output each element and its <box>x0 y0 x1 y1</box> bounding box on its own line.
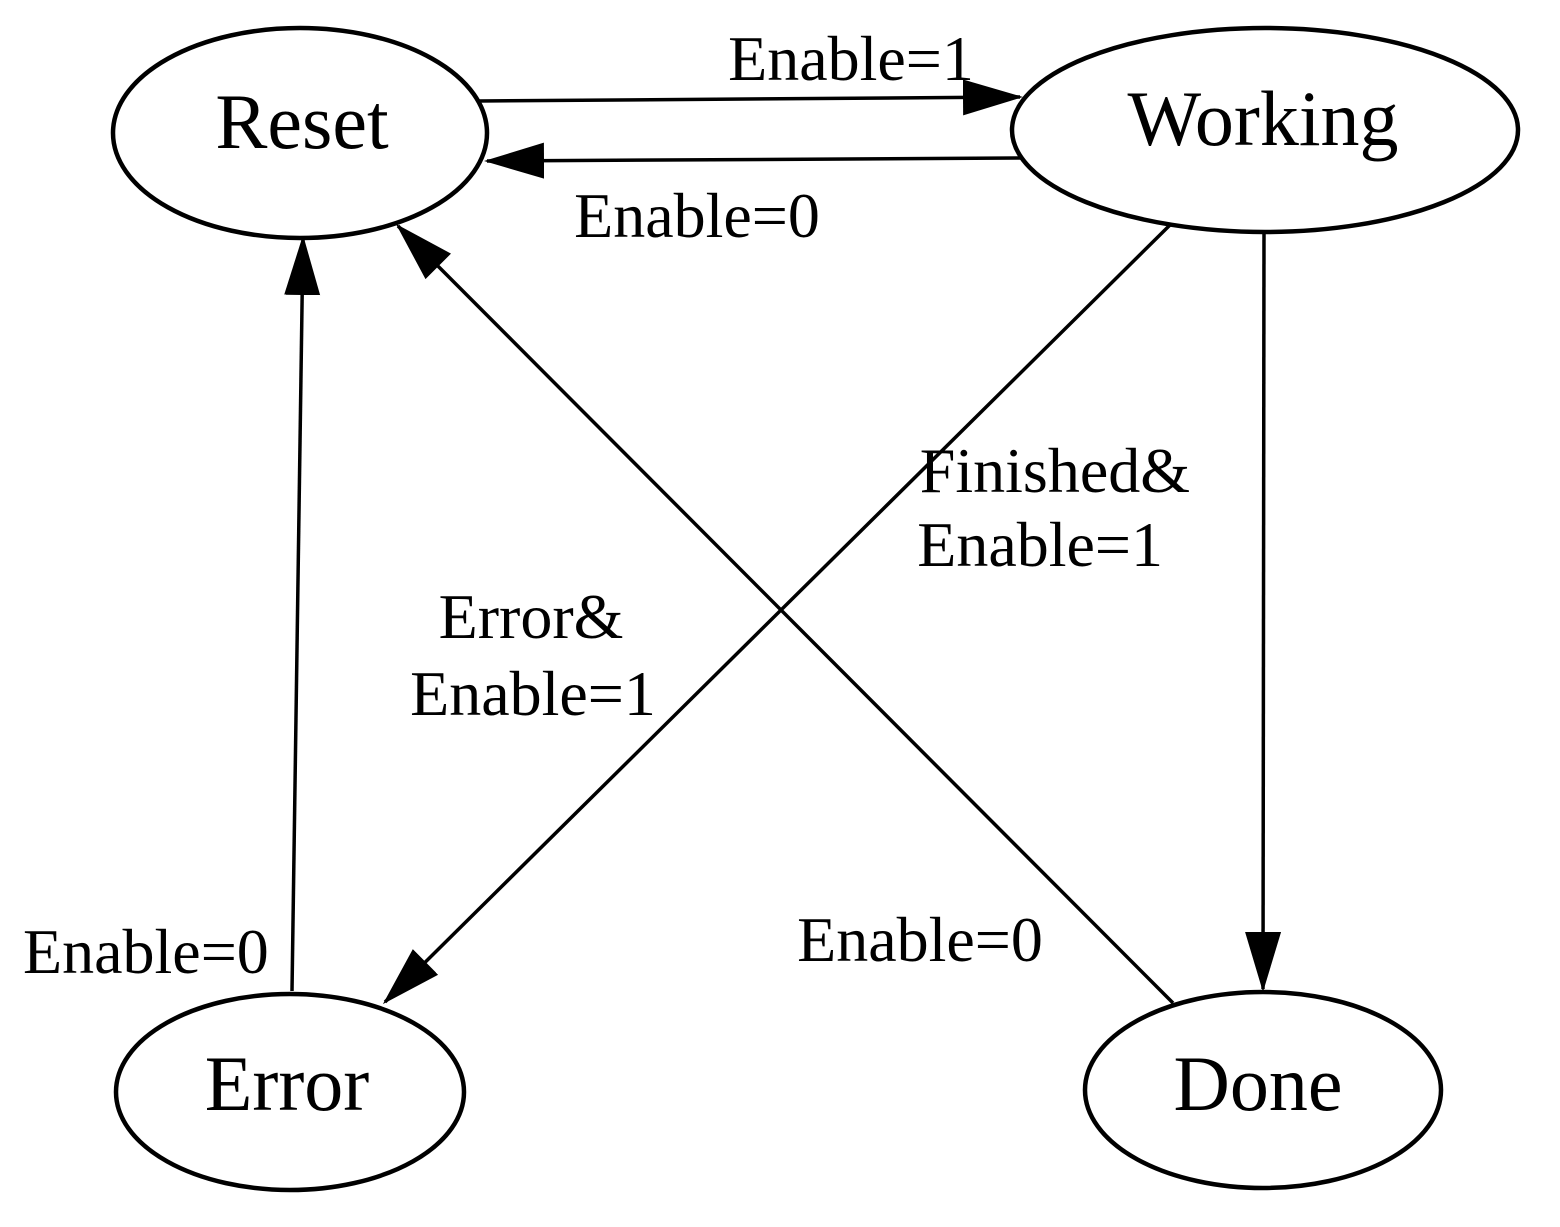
edge-label-reset-to-working: Enable=1 <box>728 23 974 94</box>
state-ellipse-done <box>1082 989 1444 1191</box>
state-nodes: Reset Working Error Done <box>110 25 1521 1193</box>
state-label-working: Working <box>1127 75 1398 162</box>
state-ellipse-working <box>1009 25 1521 235</box>
state-label-error: Error <box>205 1040 370 1127</box>
edge-label-working-to-reset: Enable=0 <box>574 180 820 251</box>
state-ellipse-reset <box>110 25 490 241</box>
state-node-error: Error <box>113 991 467 1193</box>
edge-error-to-reset <box>284 235 321 992</box>
state-label-done: Done <box>1174 1040 1343 1127</box>
edge-working-to-reset <box>484 142 1023 179</box>
edge-label-done-to-reset: Enable=0 <box>797 904 1043 975</box>
state-ellipse-error <box>113 991 467 1193</box>
edge-reset-to-working <box>477 79 1023 116</box>
edge-working-to-done <box>1245 229 1282 992</box>
edge-label-working-to-error-line1: Error& <box>439 581 624 652</box>
edges <box>284 79 1282 1005</box>
edge-label-working-to-error-line2: Enable=1 <box>410 658 656 729</box>
state-node-working: Working <box>1009 25 1521 235</box>
state-label-reset: Reset <box>215 78 389 165</box>
state-node-done: Done <box>1082 989 1444 1191</box>
edge-label-working-to-done-line2: Enable=1 <box>917 509 1163 580</box>
edge-done-to-reset <box>395 223 1175 1005</box>
edge-labels: Enable=1 Enable=0 Enable=0 Enable=0 Erro… <box>23 23 1190 987</box>
state-node-reset: Reset <box>110 25 490 241</box>
edge-label-working-to-done-line1: Finished& <box>920 435 1190 506</box>
edge-working-to-error <box>382 222 1173 1005</box>
edge-label-error-to-reset: Enable=0 <box>23 916 269 987</box>
